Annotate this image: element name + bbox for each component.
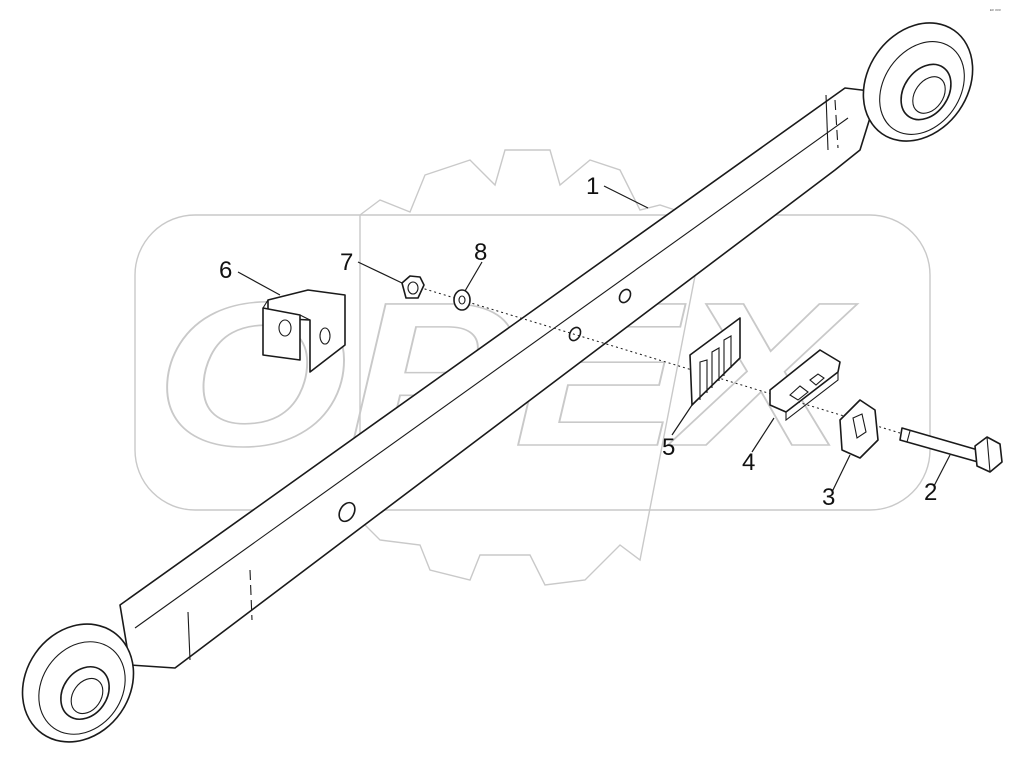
leader-3 (831, 454, 851, 493)
lift-arm (21, 22, 974, 743)
nut (401, 275, 425, 299)
callout-6: 6 (219, 257, 232, 284)
callout-8: 8 (474, 239, 487, 266)
leader-6 (237, 271, 281, 296)
watermark-badge (134, 214, 931, 511)
leader-4 (751, 417, 775, 453)
washer (453, 289, 471, 311)
plate (769, 349, 841, 422)
leader-5 (671, 404, 693, 436)
callout-3: 3 (822, 484, 835, 511)
clamp-block (839, 399, 879, 459)
leader-1 (603, 185, 649, 209)
callout-5: 5 (662, 434, 675, 461)
callout-1: 1 (586, 173, 599, 200)
corner-mark: ᵉᵒ ᵒᵒᵒ (990, 8, 1001, 14)
leader-7 (357, 261, 403, 284)
bracket (262, 289, 346, 373)
callout-4: 4 (742, 449, 755, 476)
bolt (899, 427, 1003, 473)
callout-7: 7 (340, 249, 353, 276)
leader-8 (464, 261, 483, 292)
callout-labels: 1 2 3 4 5 6 7 8 (219, 173, 937, 511)
callout-2: 2 (924, 479, 937, 506)
leader-lines (237, 185, 951, 493)
leader-2 (933, 454, 951, 487)
shim (689, 317, 741, 406)
